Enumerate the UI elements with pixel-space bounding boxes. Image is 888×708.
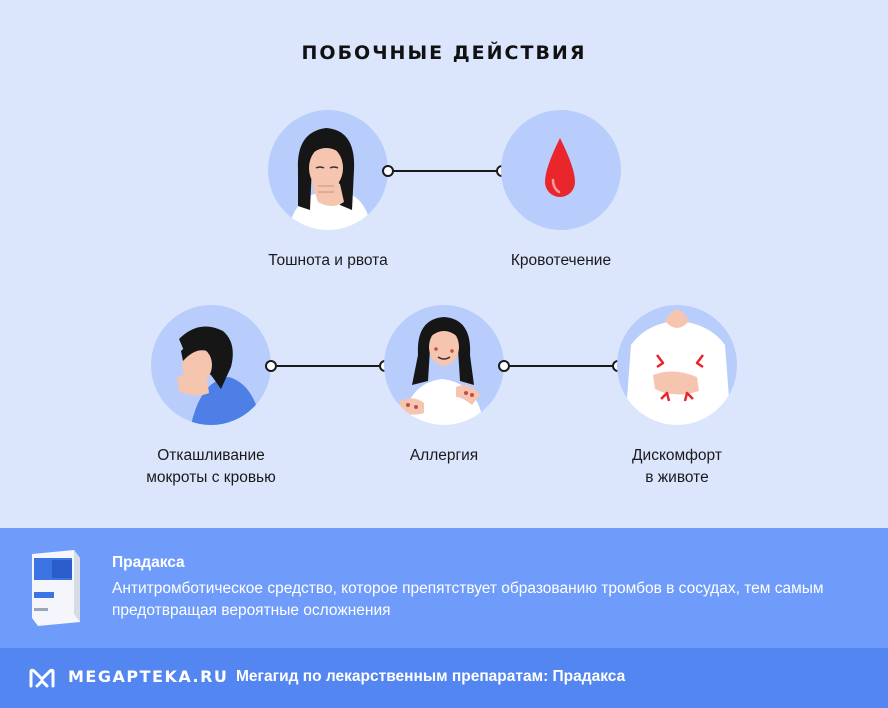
connector-line [393, 170, 497, 172]
effect-label-cough-line2: мокроты с кровью [146, 469, 276, 486]
brand-name[interactable]: MEGAPTEKA.RU [68, 667, 229, 686]
drug-name: Прадакса [112, 554, 185, 571]
effect-label-nausea: Тошнота и рвота [268, 252, 388, 269]
side-effects-section: ПОБОЧНЫЕ ДЕЙСТВИЯ Тошнота и рвота Кровот… [101, 42, 787, 489]
coughing-woman-icon [151, 305, 271, 425]
nausea-woman-icon [268, 110, 388, 230]
footer-tagline: Мегагид по лекарственным препаратам: Пра… [236, 668, 626, 685]
brand-logo-icon[interactable] [28, 667, 56, 689]
allergy-woman-icon [384, 305, 504, 425]
effect-label-allergy: Аллергия [409, 447, 479, 464]
footer-band: MEGAPTEKA.RU Мегагид по лекарственным пр… [0, 648, 888, 708]
effect-label-cough-line1: Откашливание [157, 447, 265, 464]
connector-line [509, 365, 613, 367]
page-title: ПОБОЧНЫЕ ДЕЙСТВИЯ [301, 42, 587, 64]
effect-label-bleeding: Кровотечение [510, 252, 612, 269]
medicine-box-icon [32, 550, 80, 626]
stomach-pain-icon [617, 305, 737, 425]
blood-drop-icon [501, 110, 621, 230]
connector-line [276, 365, 380, 367]
effect-label-stomach-line2: в животе [645, 469, 709, 486]
drug-description: Антитромботическое средство, которое пре… [112, 580, 824, 619]
drug-info-band: Прадакса Антитромботическое средство, ко… [0, 528, 888, 648]
effect-label-cough: Откашливание мокроты с кровью [101, 445, 321, 489]
effect-label-stomach-line1: Дискомфорт [632, 447, 722, 464]
effect-label-stomach: Дискомфорт в животе [567, 445, 787, 489]
